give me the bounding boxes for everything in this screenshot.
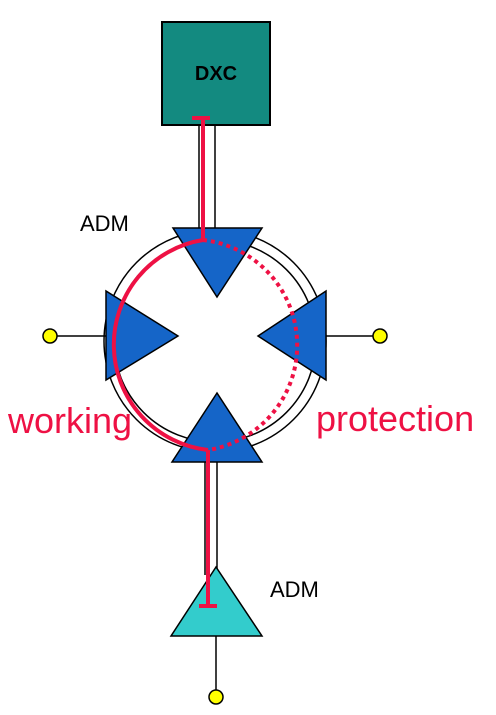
adm-north-node[interactable]	[171, 227, 264, 299]
adm-east-node[interactable]	[256, 289, 327, 382]
adm-west-node[interactable]	[105, 289, 180, 382]
dxc-label: DXC	[195, 63, 237, 85]
adm-bottom-node[interactable]	[169, 565, 264, 637]
adm-south-node[interactable]	[170, 391, 264, 463]
client-port-east[interactable]	[324, 328, 388, 344]
dxc-node[interactable]: DXC	[161, 21, 271, 126]
client-port-south[interactable]	[208, 636, 224, 705]
client-port-west[interactable]	[42, 328, 106, 344]
dxc-link	[198, 125, 216, 232]
protection-label: protection	[316, 398, 474, 439]
tributary-link	[204, 455, 218, 575]
adm-bottom-label: ADM	[270, 577, 319, 602]
working-label: working	[7, 400, 132, 441]
protection-path	[202, 238, 300, 452]
adm-top-label: ADM	[80, 211, 129, 236]
working-path	[111, 116, 217, 608]
